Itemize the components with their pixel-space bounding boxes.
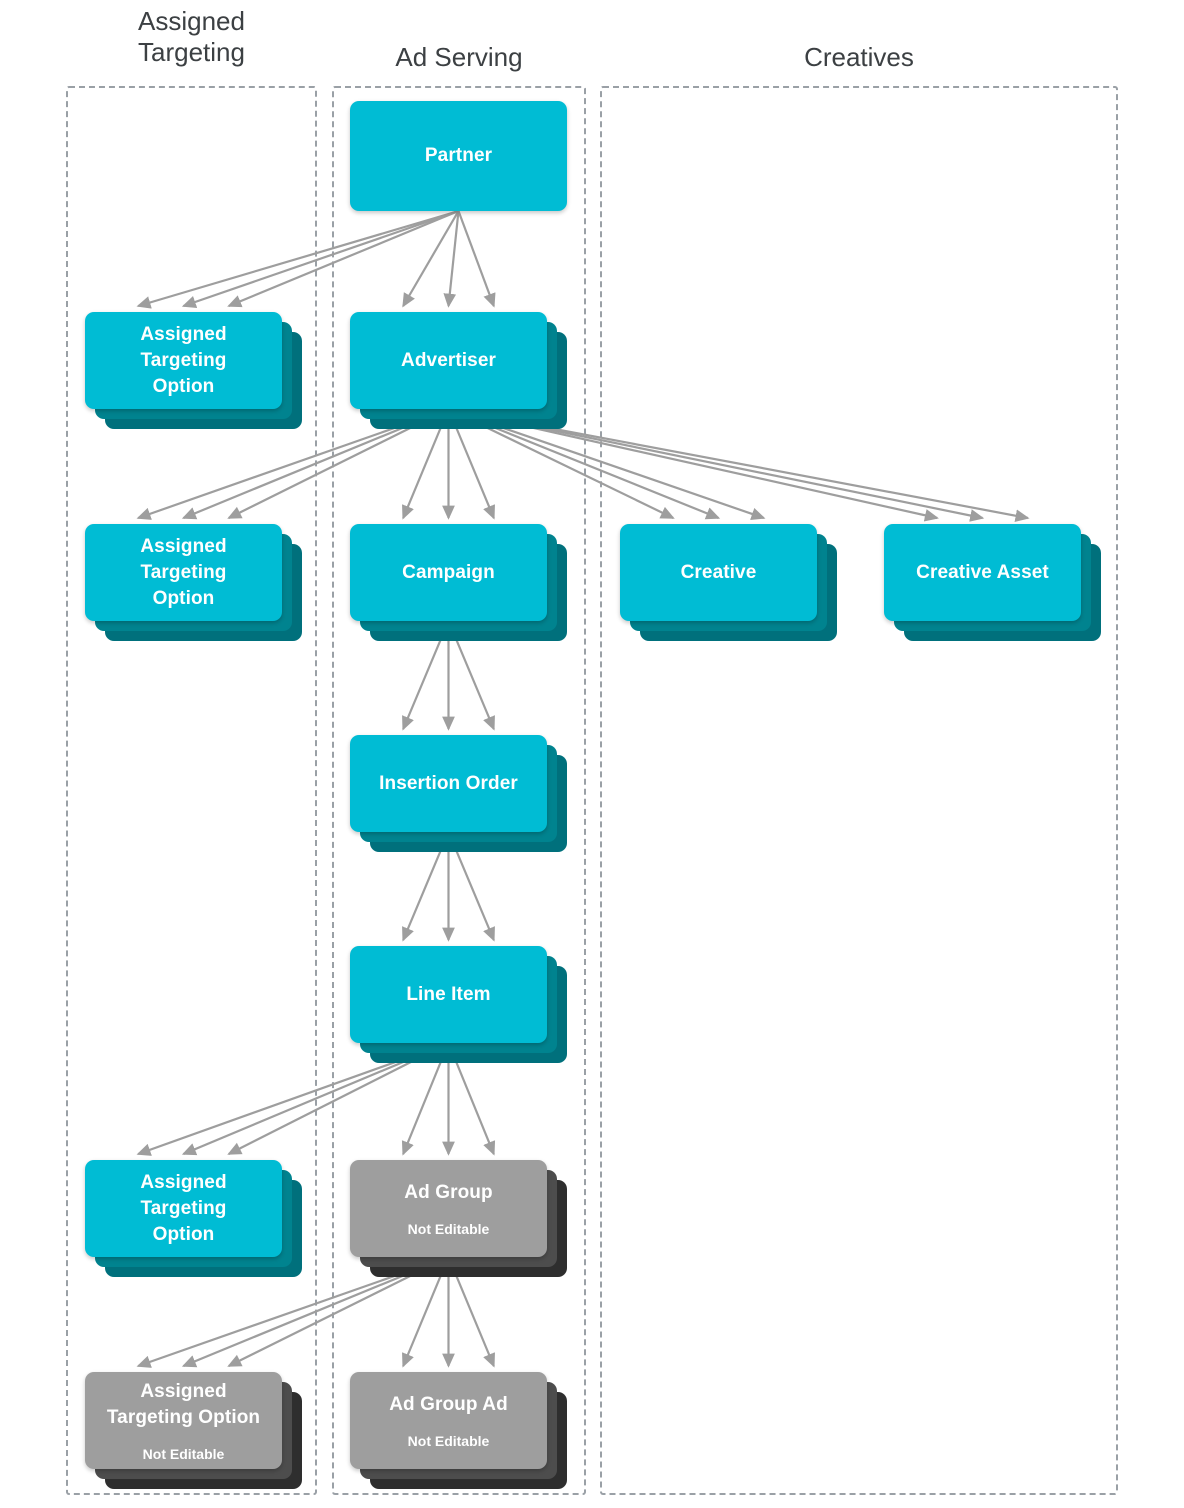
node-face-creative[interactable]: Creative: [620, 524, 817, 621]
node-label-partner: Partner: [424, 145, 493, 166]
node-face-ato-line-item[interactable]: Assigned Targeting Option: [85, 1160, 282, 1257]
column-frame-creatives: [600, 86, 1118, 1495]
node-label-campaign: Campaign: [402, 561, 495, 583]
node-partner[interactable]: Partner: [350, 101, 567, 211]
node-face-line-item[interactable]: Line Item: [350, 946, 547, 1043]
node-ato-partner[interactable]: Assigned Targeting Option: [85, 312, 302, 429]
node-label-ato-ad-group: Assigned Targeting Option: [106, 1380, 261, 1428]
node-face-ato-advertiser[interactable]: Assigned Targeting Option: [85, 524, 282, 621]
node-creative[interactable]: Creative: [620, 524, 837, 641]
column-header-ad-serving: Ad Serving: [395, 42, 523, 72]
node-face-creative-asset[interactable]: Creative Asset: [884, 524, 1081, 621]
node-ato-advertiser[interactable]: Assigned Targeting Option: [85, 524, 302, 641]
node-face-advertiser[interactable]: Advertiser: [350, 312, 547, 409]
column-header-creatives: Creatives: [804, 42, 914, 72]
node-label-creative-asset: Creative Asset: [916, 561, 1049, 583]
node-ad-group-ad[interactable]: Ad Group Ad Not Editable: [350, 1372, 567, 1489]
node-label-ato-advertiser: Assigned Targeting Option: [140, 535, 227, 609]
node-label-line-item: Line Item: [406, 983, 491, 1005]
node-line-item[interactable]: Line Item: [350, 946, 567, 1063]
node-label-ato-partner: Assigned Targeting Option: [140, 323, 227, 397]
node-label-ad-group: Ad Group: [404, 1181, 493, 1203]
column-frame-ad-serving: [332, 86, 586, 1495]
node-ato-line-item[interactable]: Assigned Targeting Option: [85, 1160, 302, 1277]
node-creative-asset[interactable]: Creative Asset: [884, 524, 1101, 641]
node-insertion-order[interactable]: Insertion Order: [350, 735, 567, 852]
node-face-partner[interactable]: Partner: [350, 101, 567, 211]
column-header-assigned-targeting: Assigned Targeting: [138, 6, 245, 67]
node-label-advertiser: Advertiser: [401, 349, 496, 371]
node-sublabel-ad-group-ad: Not Editable: [407, 1432, 490, 1449]
node-sublabel-ad-group: Not Editable: [407, 1220, 490, 1237]
node-label-creative: Creative: [680, 561, 757, 583]
node-face-campaign[interactable]: Campaign: [350, 524, 547, 621]
node-advertiser[interactable]: Advertiser: [350, 312, 567, 429]
node-campaign[interactable]: Campaign: [350, 524, 567, 641]
node-face-ato-partner[interactable]: Assigned Targeting Option: [85, 312, 282, 409]
node-sublabel-ato-ad-group: Not Editable: [142, 1445, 225, 1462]
node-face-ad-group-ad[interactable]: Ad Group Ad Not Editable: [350, 1372, 547, 1469]
node-label-ad-group-ad: Ad Group Ad: [389, 1393, 508, 1415]
column-frame-assigned-targeting: [66, 86, 317, 1495]
node-label-ato-line-item: Assigned Targeting Option: [140, 1171, 227, 1245]
node-face-insertion-order[interactable]: Insertion Order: [350, 735, 547, 832]
node-label-insertion-order: Insertion Order: [379, 772, 518, 794]
